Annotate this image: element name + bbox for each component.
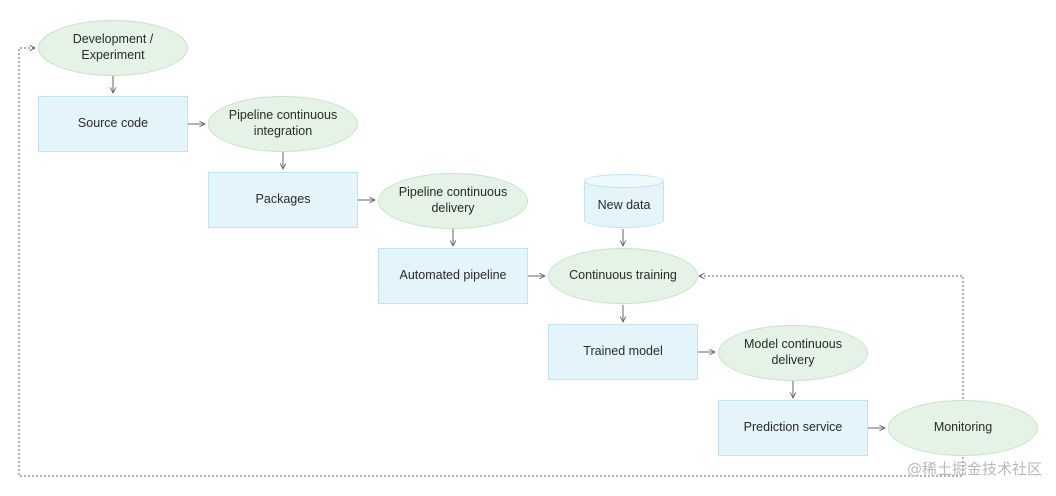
trained-model-node: Trained model [548,324,698,380]
prediction-service-label: Prediction service [743,420,843,435]
monitoring-label: Monitoring [933,420,993,435]
source-code-node: Source code [38,96,188,152]
feedback-monitoring-to-training [699,276,964,399]
trained-model-label: Trained model [583,344,663,359]
source-code-label: Source code [77,116,149,131]
development-experiment-label: Development / Experiment [72,32,154,62]
packages-node: Packages [208,172,358,228]
automated-pipeline-node: Automated pipeline [378,248,528,304]
model-cd-label: Model continuous delivery [744,337,842,367]
continuous-training-node: Continuous training [548,248,698,304]
prediction-service-node: Prediction service [718,400,868,456]
packages-label: Packages [255,192,311,207]
automated-pipeline-label: Automated pipeline [399,268,507,283]
pipeline-ci-node: Pipeline continuous integration [208,96,358,152]
model-cd-node: Model continuous delivery [718,325,868,381]
watermark: @稀土掘金技术社区 [906,460,1042,478]
new-data-cylinder-top [584,174,664,188]
pipeline-ci-label: Pipeline continuous integration [228,108,338,138]
new-data-label: New data [597,198,651,213]
pipeline-cd-node: Pipeline continuous delivery [378,173,528,229]
feedback-to-development [18,48,964,477]
new-data-node: New data [584,174,664,228]
pipeline-cd-label: Pipeline continuous delivery [398,185,508,215]
development-experiment-node: Development / Experiment [38,20,188,76]
continuous-training-label: Continuous training [569,268,677,283]
monitoring-node: Monitoring [888,400,1038,456]
